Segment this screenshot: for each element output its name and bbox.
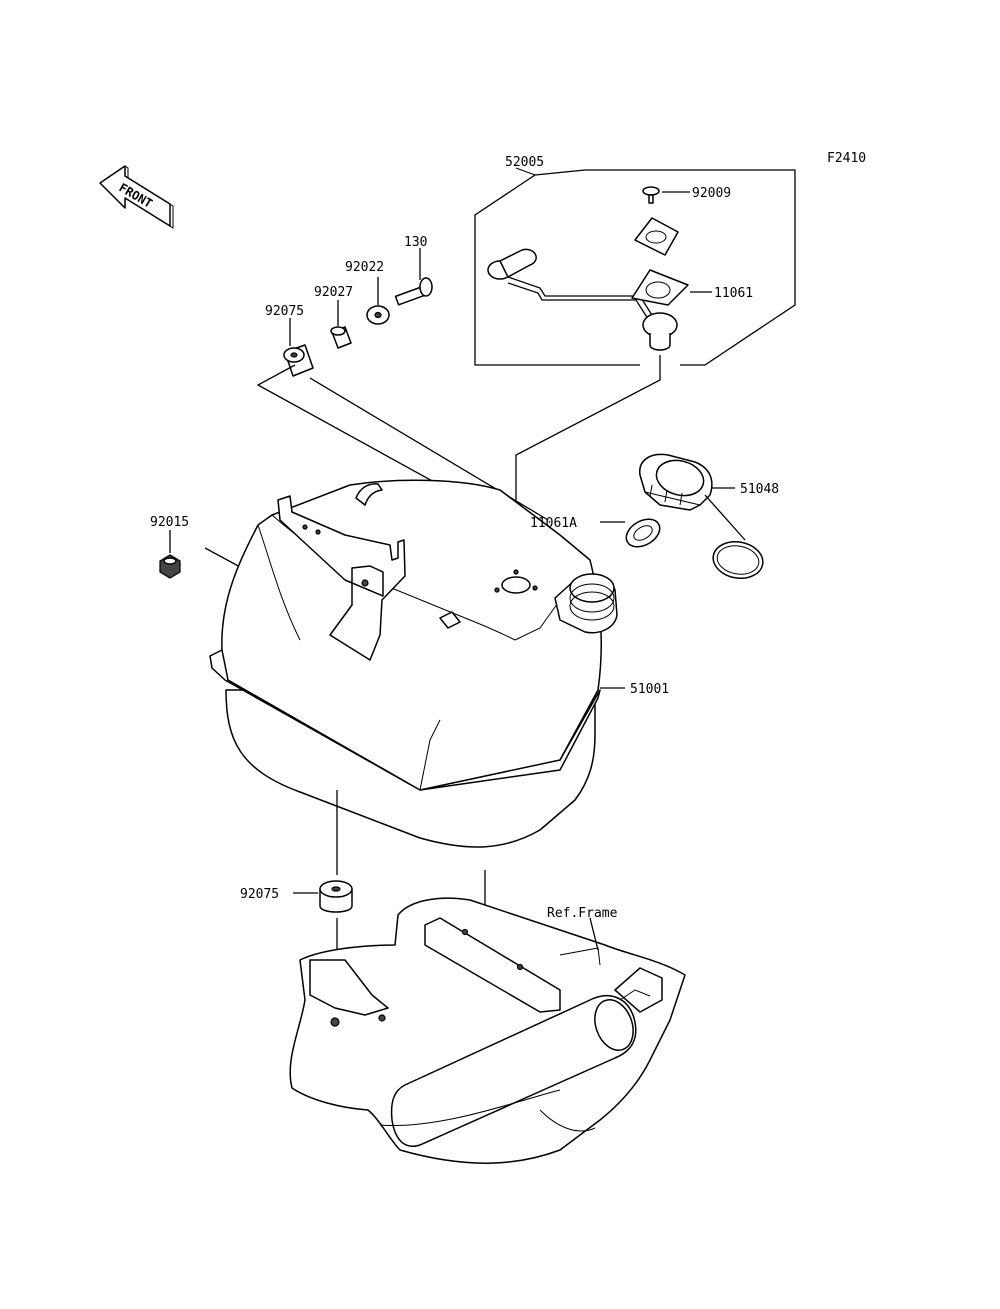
label-52005: 52005	[505, 155, 544, 170]
gasket-11061A	[625, 518, 661, 548]
plate-upper	[634, 217, 679, 256]
label-92009: 92009	[692, 186, 731, 201]
label-11061: 11061	[714, 286, 753, 301]
figure-code: F2410	[827, 151, 866, 166]
label-92022: 92022	[345, 260, 384, 275]
rubber-mount-92075-bottom	[319, 880, 353, 913]
fuel-tank-51001	[209, 479, 618, 848]
label-51048: 51048	[740, 482, 779, 497]
label-51001: 51001	[630, 682, 669, 697]
bolt-130	[394, 277, 433, 306]
kit-52005-box	[474, 167, 796, 366]
collar-92027	[330, 326, 352, 349]
nut-92015	[159, 554, 181, 579]
reference-frame	[289, 897, 686, 1164]
fuel-cap-51048	[639, 453, 764, 580]
screw-92009	[642, 186, 660, 204]
fuel-level-sender	[487, 248, 678, 351]
gasket-11061	[631, 269, 689, 306]
label-92027: 92027	[314, 285, 353, 300]
rubber-mount-92075-top	[283, 344, 314, 377]
label-92015: 92015	[150, 515, 189, 530]
label-ref-frame: Ref.Frame	[547, 906, 618, 921]
washer-92022	[366, 305, 390, 325]
label-92075-top: 92075	[265, 304, 304, 319]
front-arrow-icon: FRONT	[99, 165, 174, 229]
label-130: 130	[404, 235, 427, 250]
label-92075-bottom: 92075	[240, 887, 279, 902]
label-11061A: 11061A	[530, 516, 577, 531]
